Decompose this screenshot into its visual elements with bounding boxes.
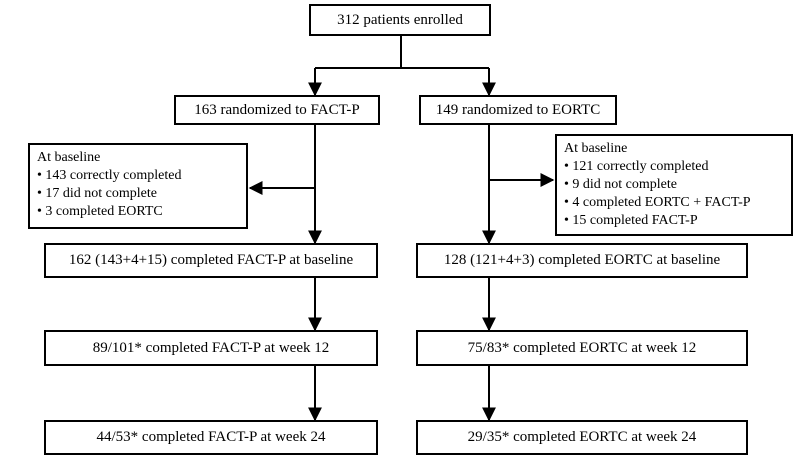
- right-baseline-item: 121 correctly completed: [564, 158, 784, 176]
- right-baseline-item: 15 completed FACT-P: [564, 212, 784, 230]
- left-baseline-item: 3 completed EORTC: [37, 203, 239, 221]
- right-baseline-heading: At baseline: [564, 141, 628, 156]
- node-enrolled: 312 patients enrolled: [309, 4, 491, 36]
- node-right-baseline-details: At baseline 121 correctly completed 9 di…: [555, 134, 793, 236]
- left-baseline-heading: At baseline: [37, 150, 101, 165]
- node-right-week24: 29/35* completed EORTC at week 24: [416, 420, 748, 455]
- node-left-week24: 44/53* completed FACT-P at week 24: [44, 420, 378, 455]
- node-left-week12: 89/101* completed FACT-P at week 12: [44, 330, 378, 366]
- node-left-randomized: 163 randomized to FACT-P: [174, 95, 380, 125]
- node-right-randomized: 149 randomized to EORTC: [419, 95, 617, 125]
- right-baseline-item: 4 completed EORTC + FACT-P: [564, 194, 784, 212]
- node-right-week12: 75/83* completed EORTC at week 12: [416, 330, 748, 366]
- node-left-baseline-details: At baseline 143 correctly completed 17 d…: [28, 143, 248, 229]
- left-baseline-item: 143 correctly completed: [37, 167, 239, 185]
- node-right-baseline-completed: 128 (121+4+3) completed EORTC at baselin…: [416, 243, 748, 278]
- left-baseline-item: 17 did not complete: [37, 185, 239, 203]
- node-left-baseline-completed: 162 (143+4+15) completed FACT-P at basel…: [44, 243, 378, 278]
- right-baseline-item: 9 did not complete: [564, 176, 784, 194]
